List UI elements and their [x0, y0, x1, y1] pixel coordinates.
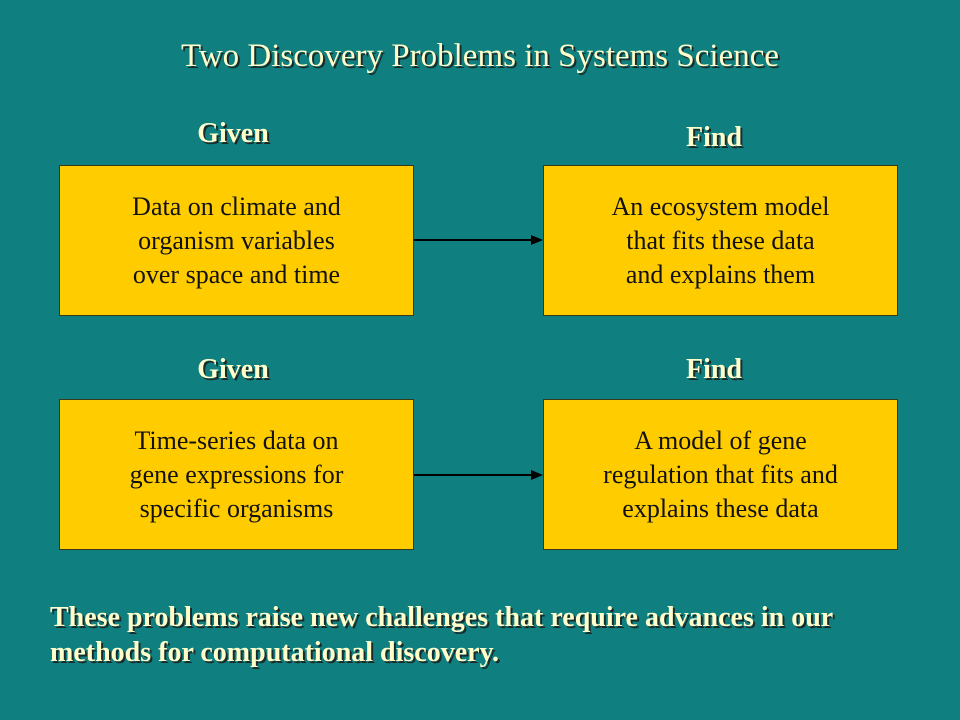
footer-note: These problems raise new challenges that… [50, 602, 833, 668]
given-heading-2: Given [197, 354, 269, 385]
slide-title: Two Discovery Problems in Systems Scienc… [180, 38, 780, 74]
given-box-1-text: Data on climate and organism variables o… [132, 191, 341, 289]
find-box-2-text: A model of gene regulation that fits and… [603, 425, 838, 523]
given-heading-1: Given [197, 118, 269, 149]
arrow-row-1 [414, 235, 543, 245]
arrow-row-2 [414, 470, 543, 480]
find-box-1: An ecosystem model that fits these data … [543, 165, 898, 316]
find-box-1-text: An ecosystem model that fits these data … [611, 191, 830, 289]
given-box-1: Data on climate and organism variables o… [59, 165, 414, 316]
given-box-2: Time-series data on gene expressions for… [59, 399, 414, 550]
find-box-2: A model of gene regulation that fits and… [543, 399, 898, 550]
find-heading-2: Find [685, 354, 743, 385]
given-box-2-text: Time-series data on gene expressions for… [129, 425, 344, 523]
find-heading-1: Find [685, 122, 743, 153]
